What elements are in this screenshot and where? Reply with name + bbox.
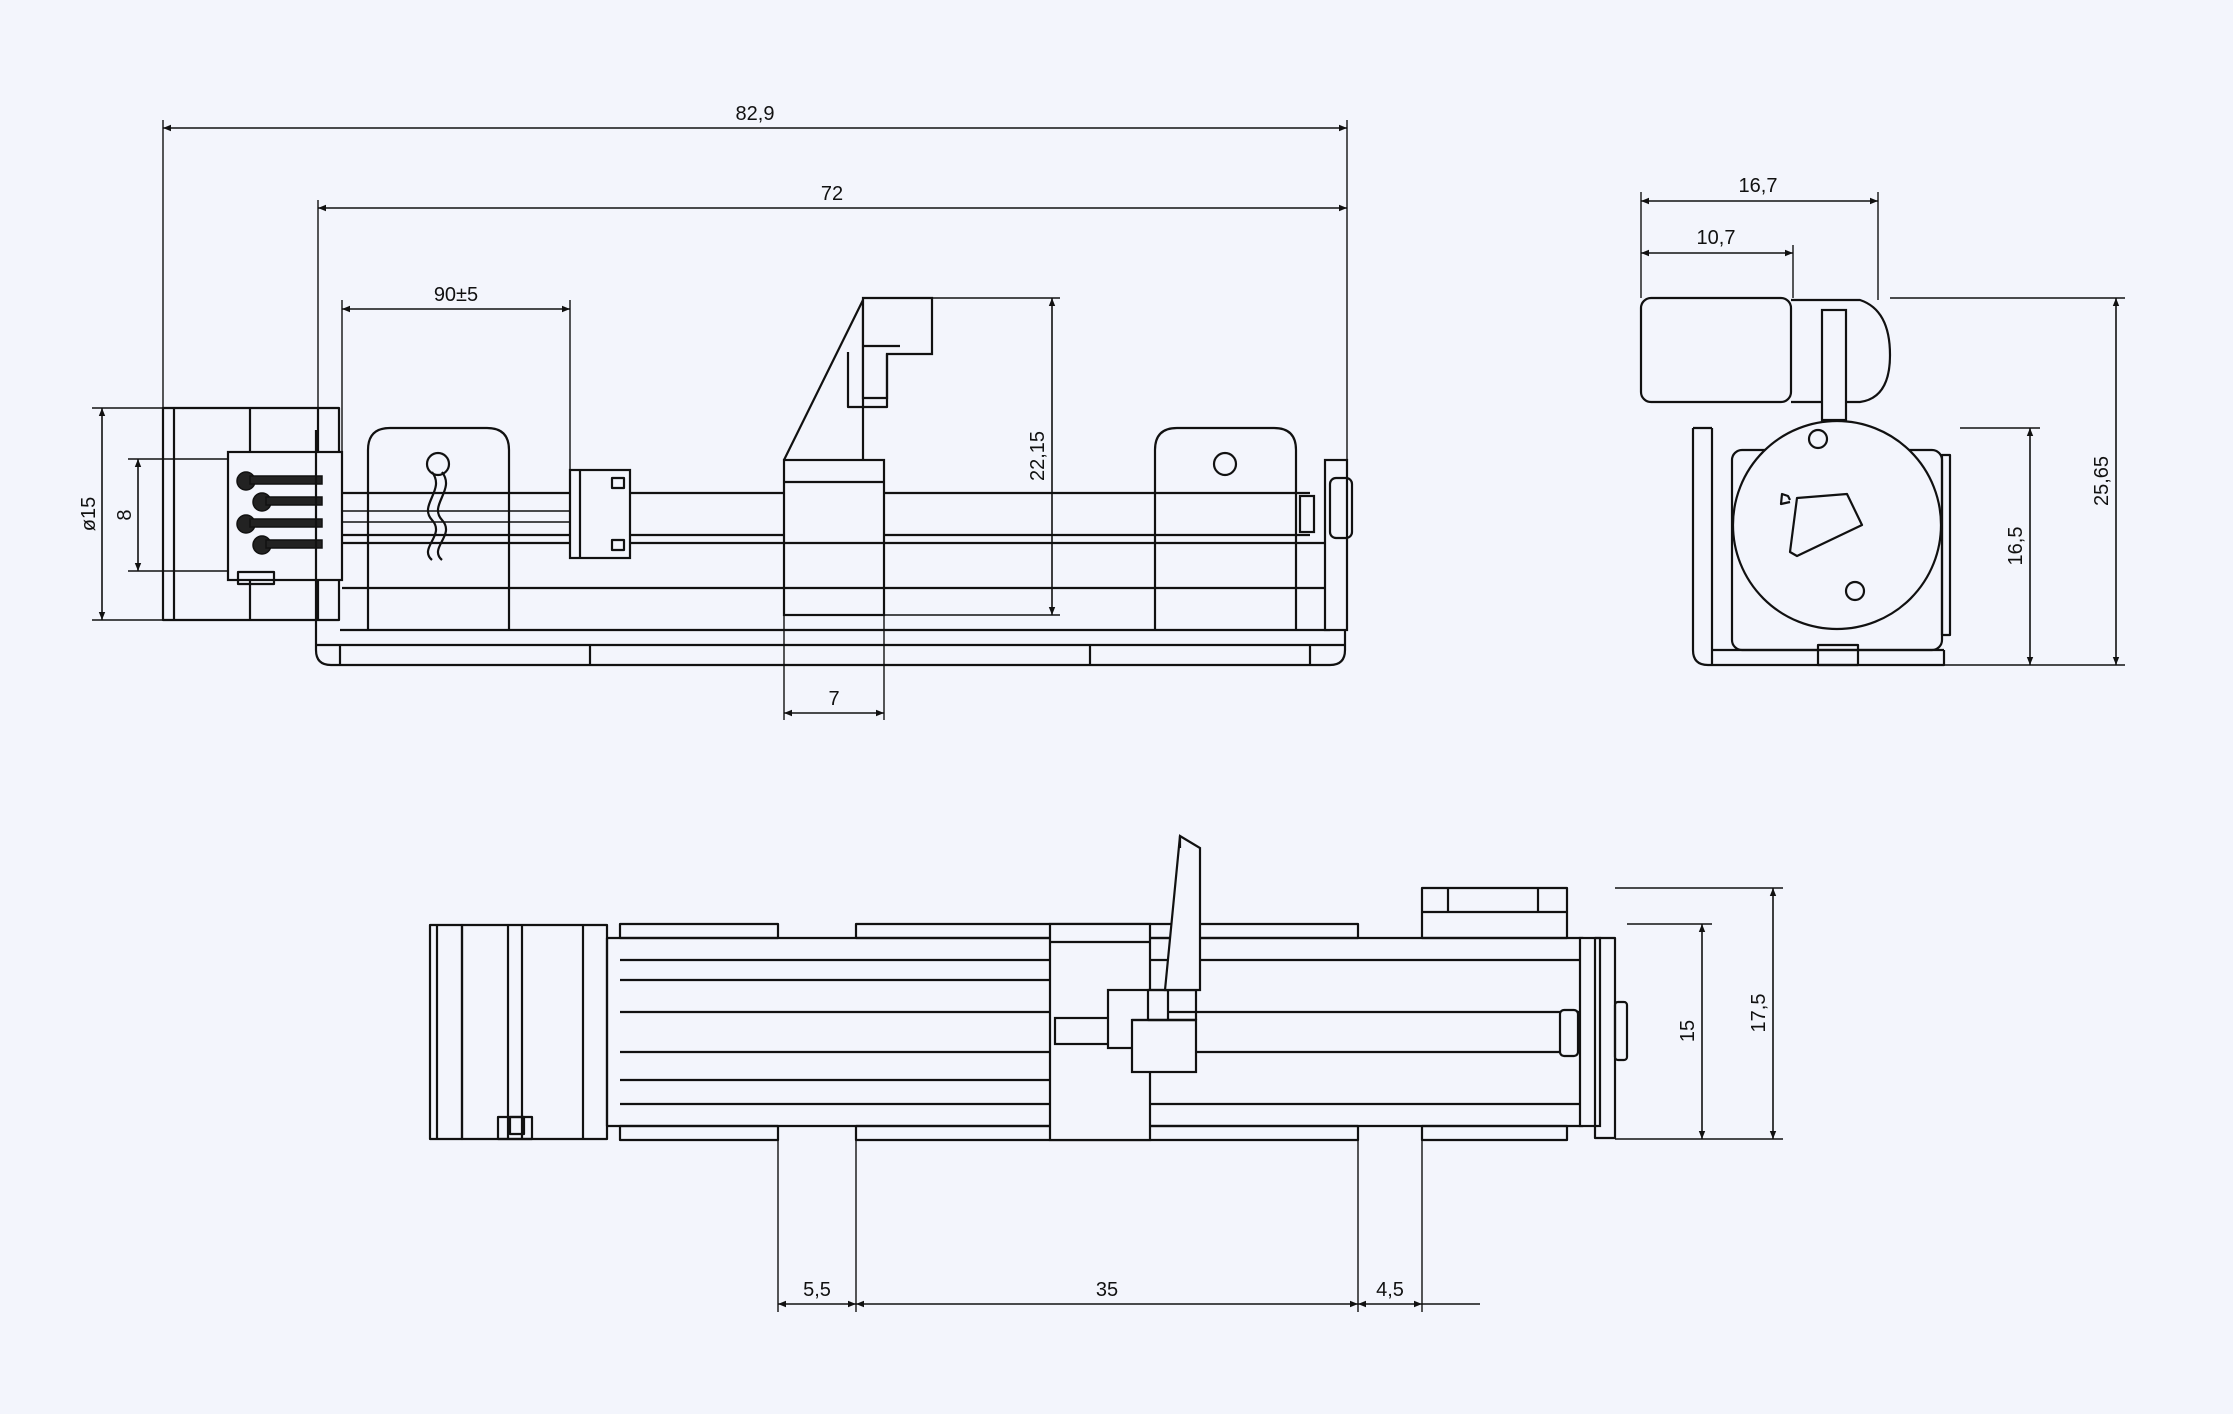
dim-end-height-total: 25,65 [2091,456,2113,506]
mount-hole-icon [1807,428,1829,450]
slider-arm [783,298,865,461]
end-view-dimensions: 16,7 10,7 25,65 16,5 [1640,175,2125,666]
mount-hole-icon [425,451,451,477]
left-bracket [366,426,511,630]
dim-top-height-outer: 17,5 [1748,994,1770,1033]
top-view [428,834,1629,1142]
motor-end [428,923,464,1141]
end-cap [1323,458,1349,632]
dim-top-height-inner: 15 [1677,1020,1699,1042]
frame-bracket [1691,428,1946,667]
slider-carriage [782,458,886,617]
end-cap [1578,936,1602,1128]
top-view-dimensions: 17,5 15 5,5 35 4,5 [777,887,1783,1312]
dim-end-width-total: 16,7 [1739,175,1778,197]
dim-body-length: 72 [821,183,843,205]
motor-face [1731,419,1943,631]
dim-top-offset-left: 5,5 [803,1279,831,1301]
side-view [161,296,1354,667]
dim-motor-inner: 8 [114,509,136,520]
dim-end-height-body: 16,5 [2005,527,2027,566]
connector-pins [236,471,323,555]
dim-top-hole-spacing: 35 [1096,1279,1118,1301]
dim-cable-length: 90±5 [434,284,478,306]
dim-motor-diameter: ø15 [78,497,100,531]
dim-end-width-partial: 10,7 [1697,227,1736,249]
motor-body [460,923,609,1141]
dim-overall-length: 82,9 [736,103,775,125]
slider-top [1639,296,1793,404]
mount-hole-icon [1212,451,1238,477]
dim-top-offset-right: 4,5 [1376,1279,1404,1301]
cable [426,471,438,561]
base-plate [314,430,1347,667]
dim-height: 22,15 [1027,431,1049,481]
side-view-dimensions: 82,9 72 90±5 22,15 7 ø15 8 [78,103,1348,720]
slider-arm [1163,834,1202,992]
right-bracket [1153,426,1298,630]
mount-hole-icon [1844,580,1866,602]
slider-block [1130,1018,1198,1074]
cam-icon [1788,492,1864,558]
end-view [1639,296,1952,667]
dim-slider-width: 7 [828,688,839,710]
